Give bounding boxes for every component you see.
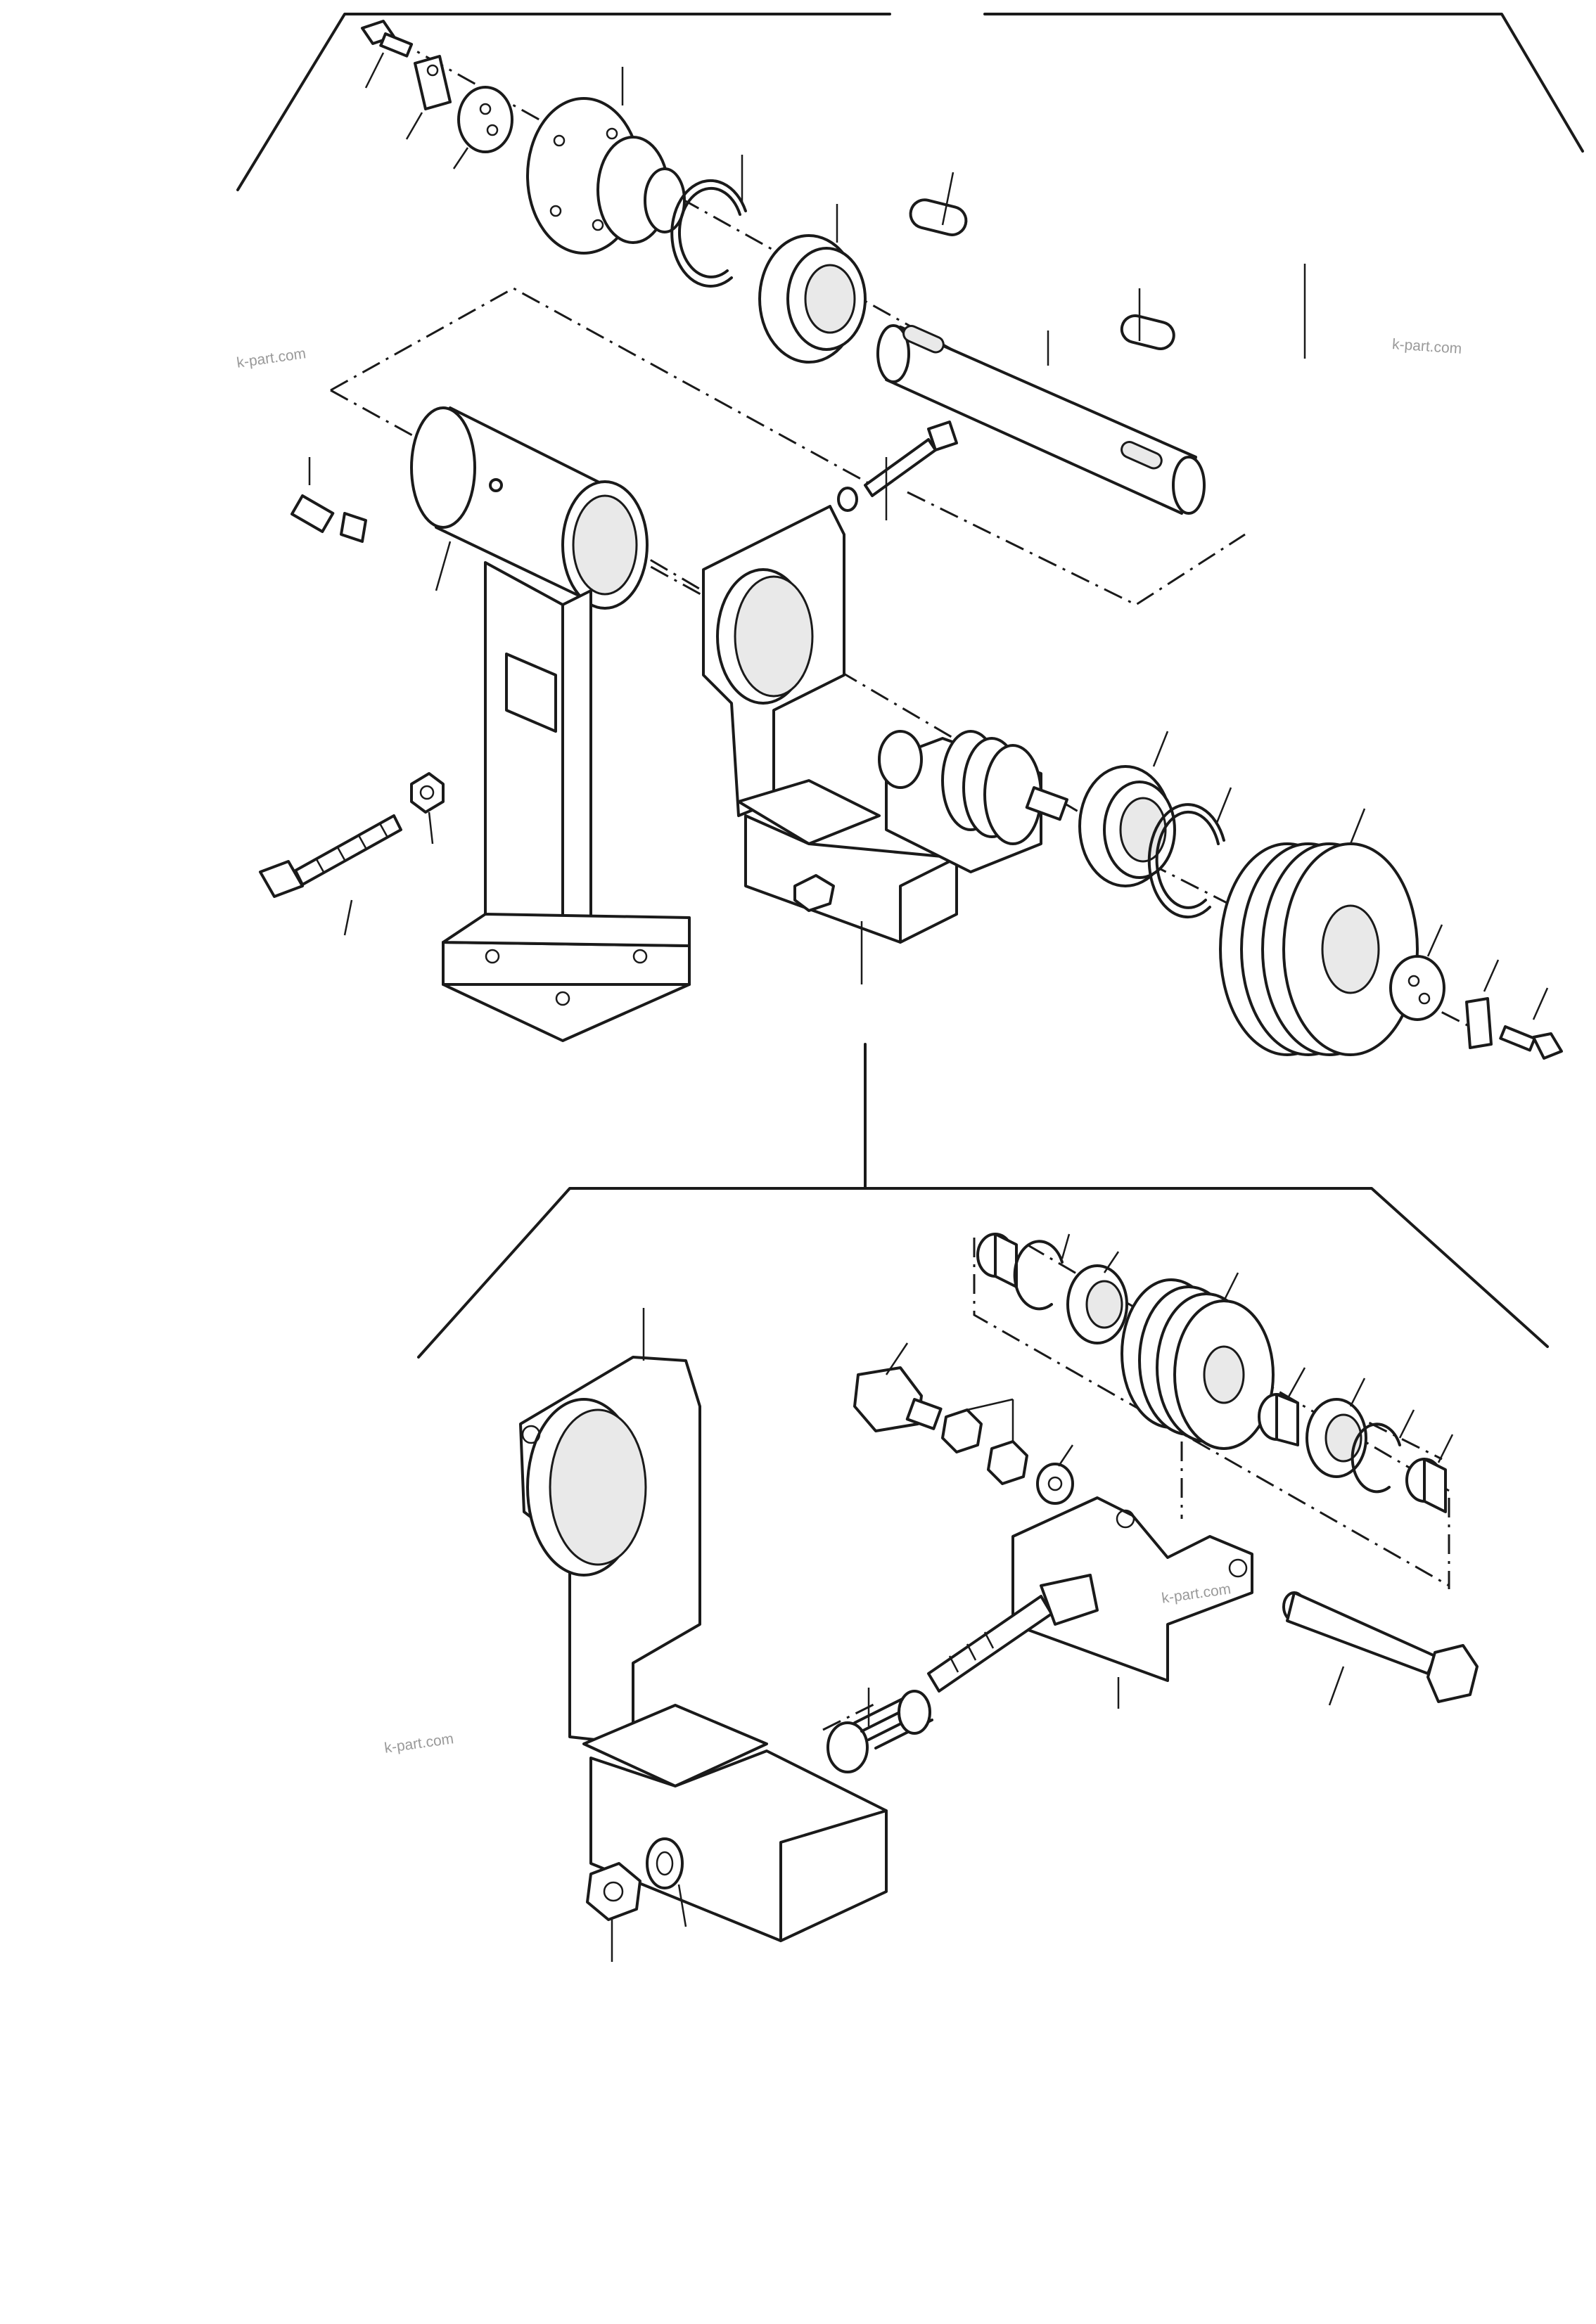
collar-2-part bbox=[1405, 1458, 1447, 1513]
nut-4-part bbox=[586, 1862, 641, 1921]
upper-assembly bbox=[259, 20, 1563, 1060]
shaft-group-boundary bbox=[330, 287, 873, 487]
flange-hub-part bbox=[526, 97, 686, 255]
grease-nipple-2-part bbox=[793, 874, 835, 912]
v-belt-pulley-part bbox=[1219, 842, 1419, 1056]
washer-part bbox=[457, 86, 513, 153]
lock-plate-part bbox=[414, 55, 452, 110]
snap-ring-4-part bbox=[1351, 1423, 1401, 1494]
nut-2-part bbox=[941, 1408, 983, 1453]
sleeve-housing-part bbox=[410, 406, 649, 610]
nut-3-part bbox=[987, 1440, 1028, 1485]
ball-bearing-2-part bbox=[1078, 765, 1176, 887]
washer-2-part bbox=[1389, 955, 1445, 1021]
snap-ring-part bbox=[670, 179, 747, 288]
snap-ring-2-part bbox=[1147, 803, 1225, 919]
pulley-group-boundary bbox=[973, 1238, 1450, 1587]
washer-4-part bbox=[646, 1837, 684, 1889]
clamp-arm-2-part bbox=[519, 1356, 888, 1942]
key-part bbox=[909, 198, 968, 236]
elbow-fitting-part bbox=[853, 1366, 943, 1432]
stand-post-part bbox=[442, 561, 691, 1042]
leader-lines-lower bbox=[611, 1233, 1454, 1962]
clamp-arm-part bbox=[702, 505, 958, 944]
long-bolt-part bbox=[259, 814, 402, 898]
lower-assembly bbox=[519, 1233, 1479, 1962]
ball-bearing-part bbox=[758, 234, 867, 364]
spacer-part bbox=[1258, 1393, 1299, 1446]
bolt-2-part bbox=[1499, 1025, 1563, 1060]
snap-ring-3-part bbox=[1013, 1240, 1064, 1311]
lock-plate-2-part bbox=[1465, 997, 1493, 1049]
adjusting-rod-part bbox=[927, 1574, 1099, 1693]
key-part-2 bbox=[1120, 314, 1175, 350]
center-bolt-part bbox=[837, 420, 958, 512]
shoulder-bolt-part bbox=[1282, 1591, 1479, 1703]
nut-part bbox=[410, 772, 445, 814]
main-shaft-part bbox=[876, 324, 1206, 515]
grease-nipple-part bbox=[291, 494, 367, 543]
spring-part bbox=[826, 1690, 933, 1773]
leader-lines-upper bbox=[308, 52, 1549, 1020]
frame-lines bbox=[236, 13, 1584, 1359]
ball-bearing-3-part bbox=[1066, 1264, 1128, 1344]
bolt-part bbox=[361, 20, 414, 58]
collar-part bbox=[976, 1233, 1018, 1288]
washer-3-part bbox=[1036, 1463, 1074, 1505]
tension-unit-part bbox=[878, 730, 1068, 873]
idler-bracket-part bbox=[1011, 1496, 1253, 1682]
v-belt-pulley-2-part bbox=[1121, 1278, 1275, 1450]
